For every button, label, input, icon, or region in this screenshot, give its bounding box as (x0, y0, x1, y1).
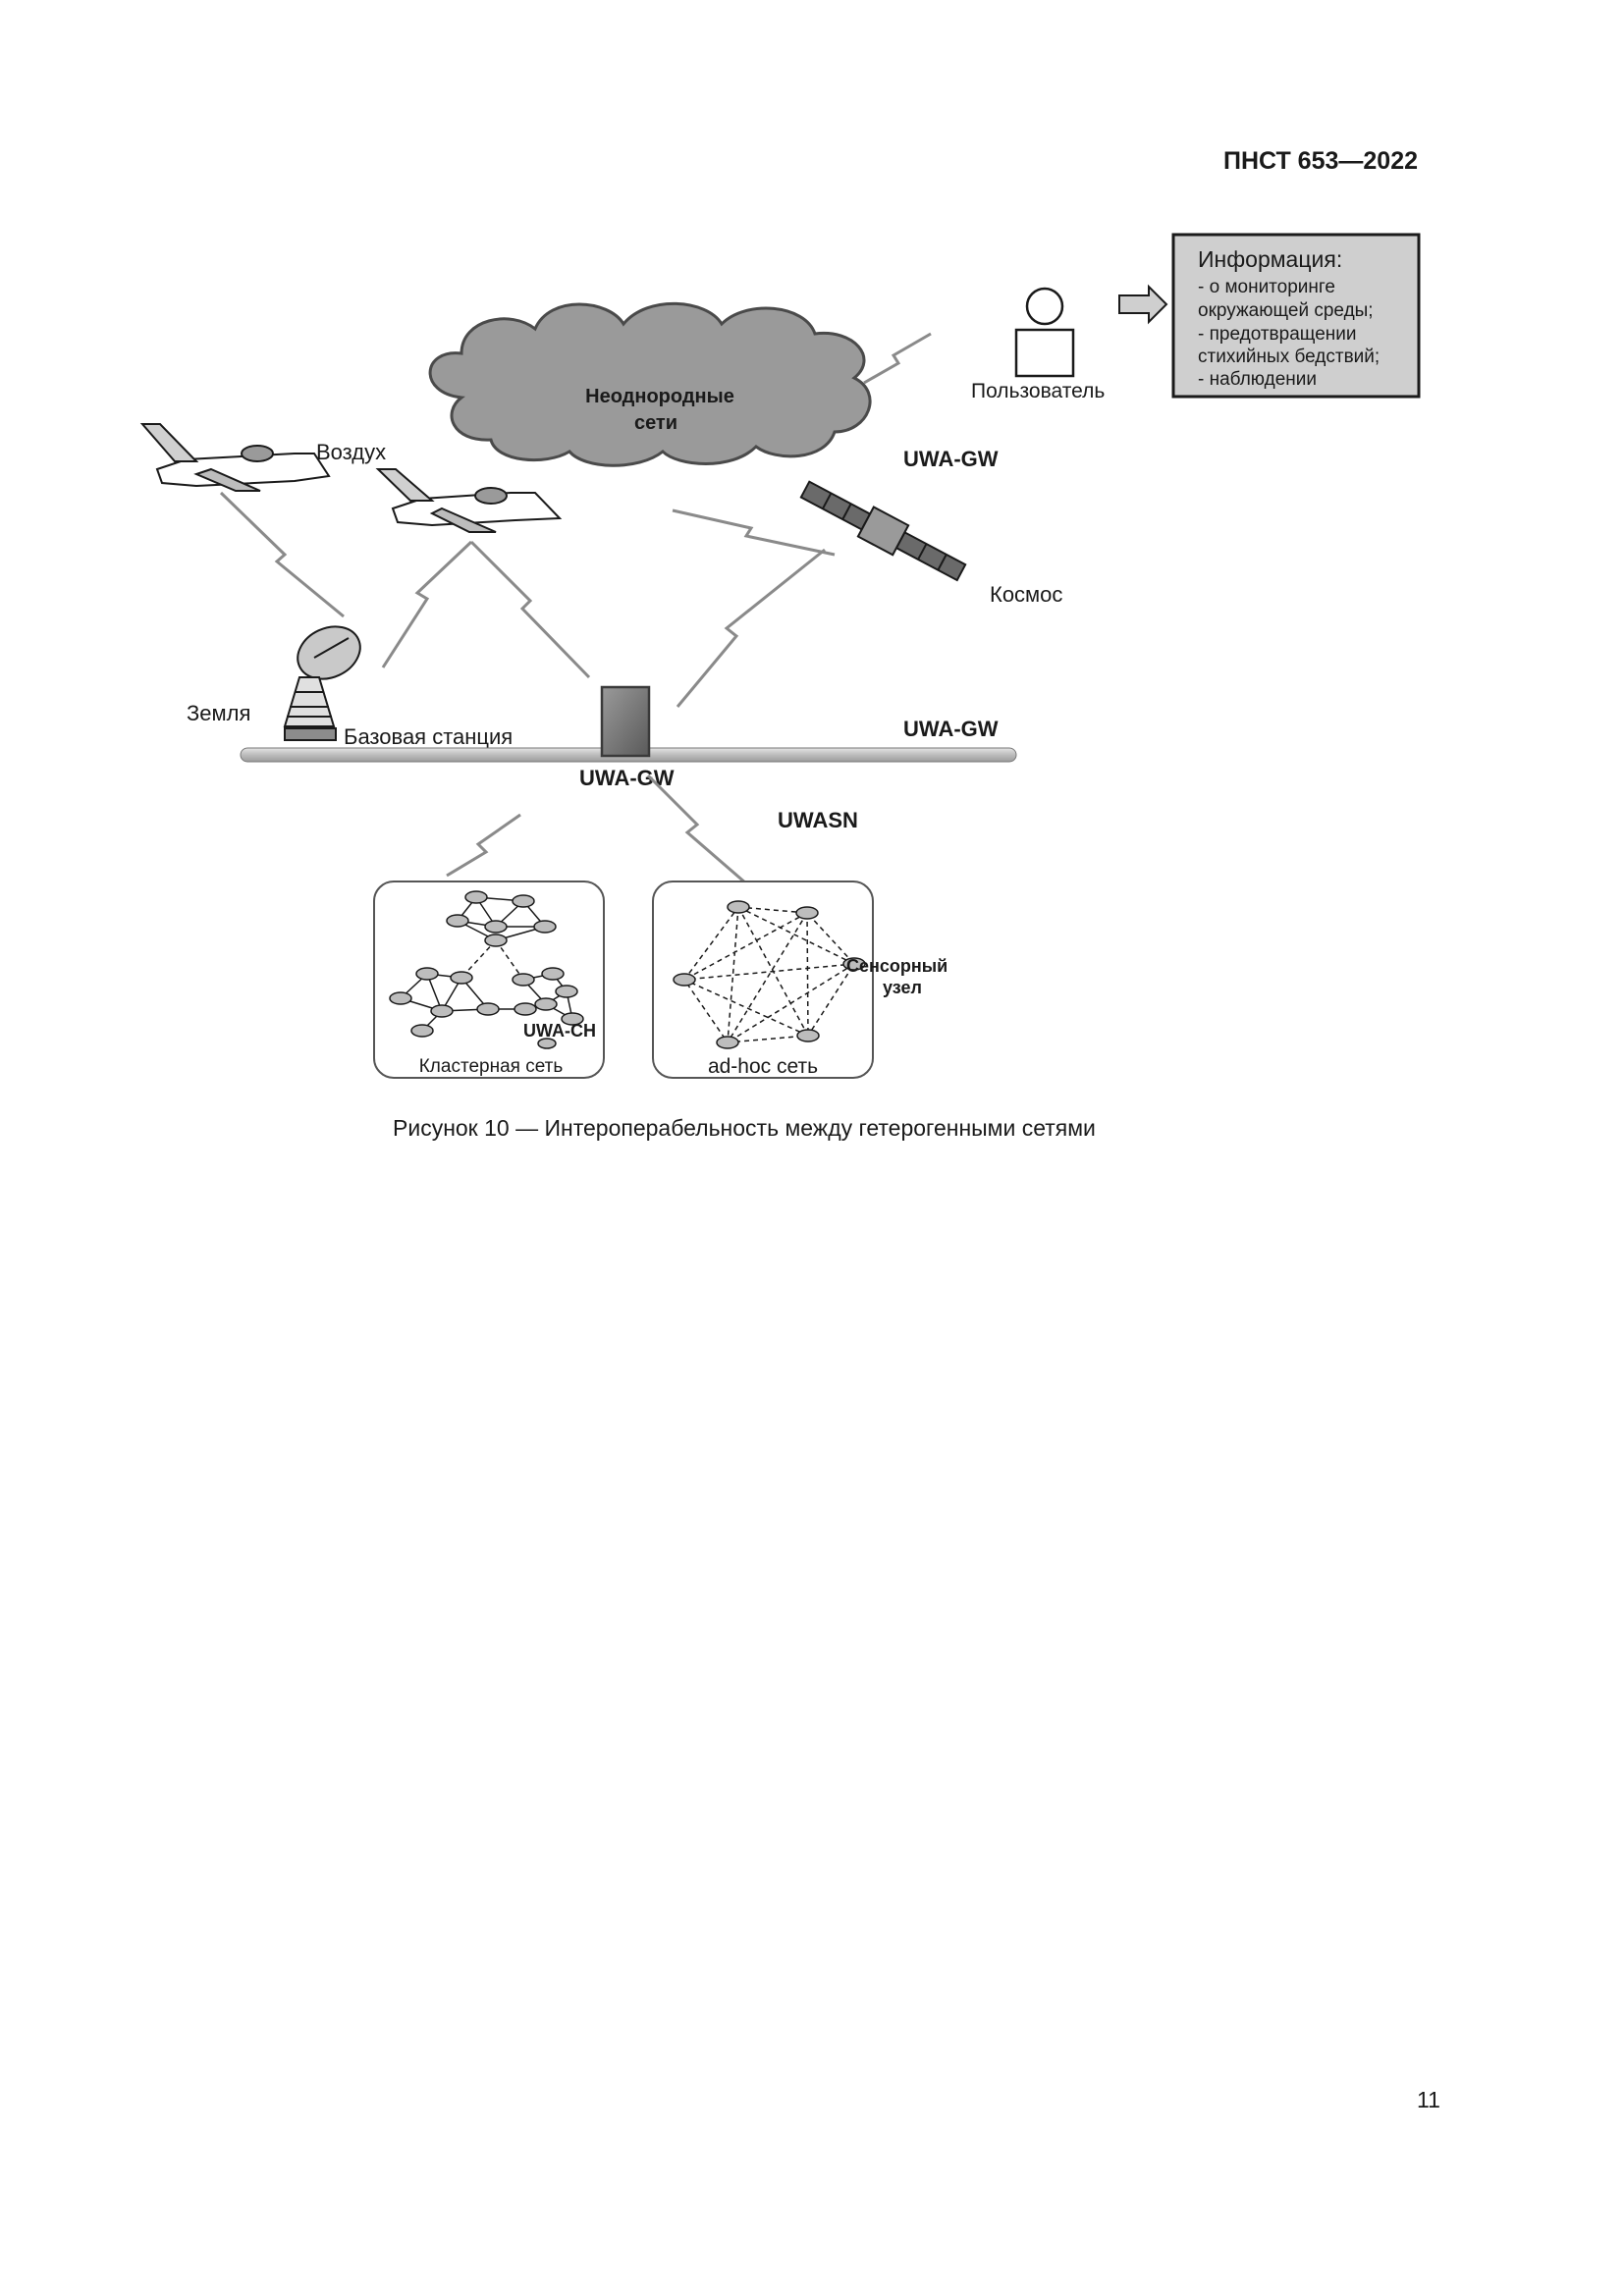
sensor-node-icon (533, 920, 557, 934)
interoperability-diagram: Неоднородные сети Пользователь Информаци… (139, 233, 1421, 1079)
arrow-right-icon (1118, 284, 1168, 325)
sensor-node-icon (537, 1038, 557, 1049)
info-line: - о мониторинге (1198, 277, 1335, 297)
info-line: окружающей среды; (1198, 300, 1374, 321)
user-icon (1014, 287, 1075, 378)
info-title: Информация: (1198, 246, 1342, 272)
sensor-node-icon (476, 1002, 500, 1016)
sensor-node-icon (541, 967, 565, 981)
space-label: Космос (990, 582, 1062, 607)
radar-dish-icon (283, 625, 361, 741)
base-station-label: Базовая станция (344, 724, 513, 749)
uwasn-label: UWASN (778, 808, 858, 832)
sensor-node-icon (795, 906, 819, 920)
sensor-node-icon (514, 1002, 537, 1016)
satellite-icon (799, 480, 967, 582)
info-line: стихийных бедствий; (1198, 347, 1380, 367)
figure-caption: Рисунок 10 — Интероперабельность между г… (393, 1115, 1096, 1141)
sensor-node-icon (842, 957, 866, 971)
sensor-node-icon (673, 973, 696, 987)
sensor-node-icon (727, 900, 750, 914)
cluster-network-title: Кластерная сеть (419, 1056, 564, 1077)
sensor-node-icon (561, 1012, 584, 1026)
sensor-node-icon (446, 914, 469, 928)
cluster-head-label: UWA-CH (523, 1021, 596, 1041)
adhoc-network-box: Сенсорный узел ad-hoc сеть (652, 881, 947, 1079)
sensor-node-icon (484, 934, 508, 947)
sensor-node-icon (512, 894, 535, 908)
sensor-node-icon (534, 997, 558, 1011)
cloud-icon (428, 301, 872, 467)
info-line: - наблюдении (1198, 369, 1317, 390)
sensor-node-icon (464, 890, 488, 904)
user-label: Пользователь (971, 380, 1105, 402)
sensor-node-label-line1: Сенсорный (846, 956, 947, 976)
air-label: Воздух (316, 440, 386, 464)
sensor-node-icon (555, 985, 578, 998)
sensor-node-icon (796, 1029, 820, 1042)
gateway-icon (600, 685, 651, 758)
sensor-node-icon (410, 1024, 434, 1038)
sensor-node-label-line2: узел (883, 978, 922, 997)
info-line: - предотвращении (1198, 324, 1356, 345)
jet-icon (139, 423, 331, 492)
sensor-node-icon (389, 991, 412, 1005)
adhoc-network-title: ad-hoc сеть (708, 1055, 818, 1078)
sensor-node-icon (450, 971, 473, 985)
jet-icon (375, 468, 563, 533)
sensor-node-icon (415, 967, 439, 981)
sensor-node-icon (512, 973, 535, 987)
cloud-title-line1: Неоднородные (585, 386, 734, 407)
ground-gateway-label: UWA-GW (903, 717, 999, 741)
sensor-node-icon (484, 920, 508, 934)
ground-label: Земля (187, 701, 250, 725)
sensor-node-icon (716, 1036, 739, 1049)
cloud-title-line2: сети (634, 412, 677, 434)
cluster-network-box: UWA-CH Кластерная сеть (373, 881, 605, 1079)
page-number: 11 (1417, 2087, 1440, 2112)
lightning-link-icon (219, 332, 932, 885)
space-gateway-label: UWA-GW (903, 447, 999, 471)
document-id: ПНСТ 653—2022 (1223, 147, 1418, 175)
sensor-node-icon (430, 1004, 454, 1018)
info-box: Информация: - о мониторинге окружающей с… (1171, 233, 1421, 399)
